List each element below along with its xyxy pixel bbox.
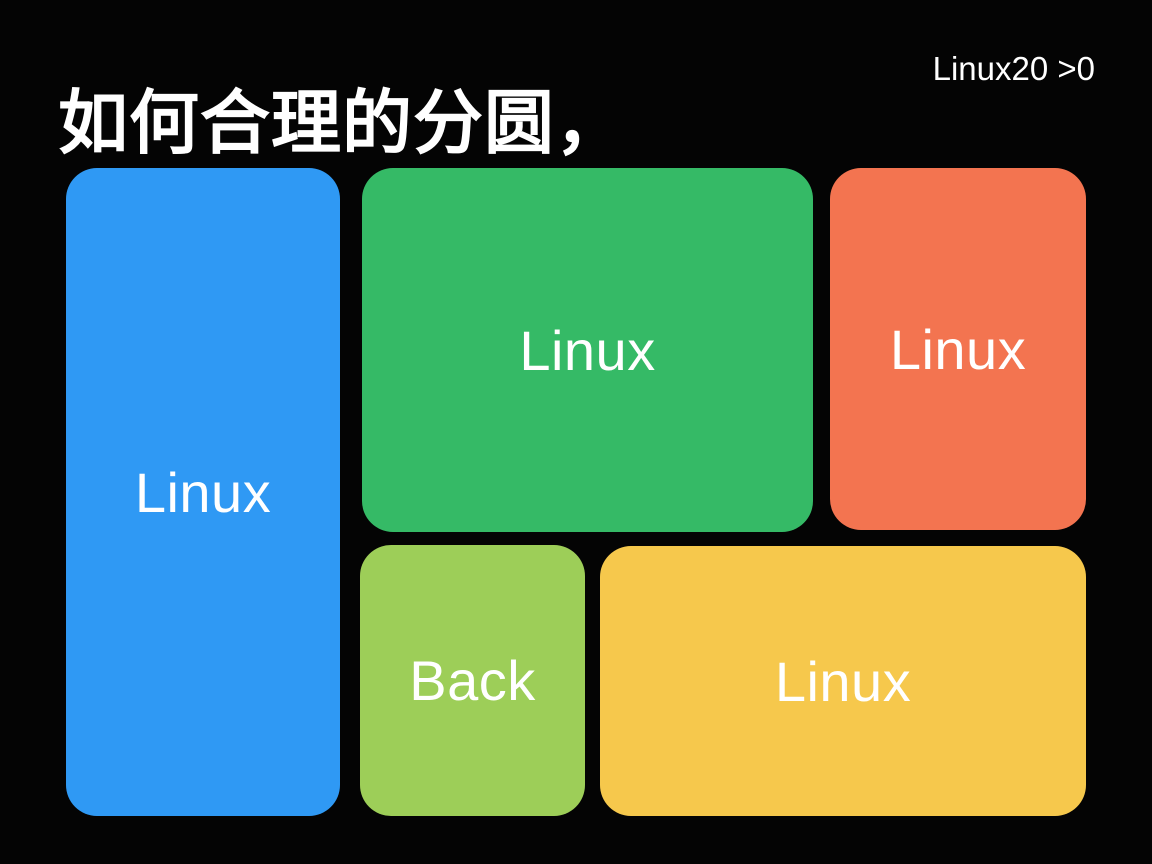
back-button-tile[interactable]: Back bbox=[360, 545, 585, 816]
tile-linux-yellow[interactable]: Linux bbox=[600, 546, 1086, 816]
tile-linux-green[interactable]: Linux bbox=[362, 168, 813, 532]
corner-note: Linux20 >0 bbox=[932, 50, 1095, 87]
tile-label: Linux bbox=[134, 460, 272, 524]
tile-label: Linux bbox=[774, 649, 912, 713]
tile-label: Linux bbox=[519, 318, 656, 382]
tile-label: Linux bbox=[889, 317, 1027, 381]
slide-title: 如何合理的分圆， bbox=[58, 83, 626, 162]
tile-label: Back bbox=[409, 649, 536, 712]
tile-linux-blue[interactable]: Linux bbox=[66, 168, 340, 816]
tile-linux-orange[interactable]: Linux bbox=[830, 168, 1086, 530]
